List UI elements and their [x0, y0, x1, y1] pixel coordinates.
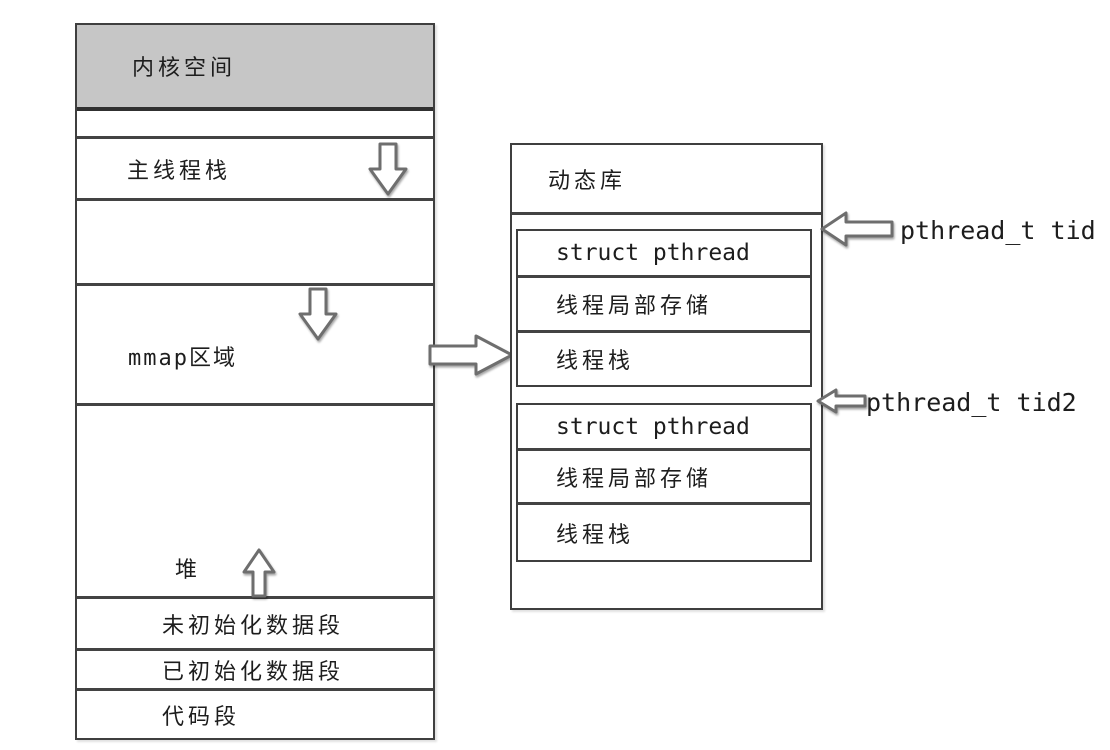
- mmap-region-label: mmap区域: [128, 346, 237, 371]
- mmap-to-library-right-arrow-icon: [428, 334, 514, 376]
- segment-mmap-region: mmap区域: [77, 286, 433, 406]
- stack-grow-down-arrow-icon: [368, 142, 408, 196]
- segment-data: 已初始化数据段: [77, 651, 433, 691]
- thread2-tls-label: 线程局部存储: [556, 465, 713, 491]
- segment-empty-gap: [77, 201, 433, 286]
- tid2-pointer-left-arrow-icon: [816, 388, 867, 414]
- mmap-grow-down-arrow-icon: [298, 287, 338, 341]
- kernel-space-label: 内核空间: [132, 55, 237, 80]
- main-thread-stack-label: 主线程栈: [127, 157, 232, 183]
- thread2-stack-label: 线程栈: [556, 521, 635, 547]
- segment-main-thread-stack: 主线程栈: [77, 139, 433, 201]
- segment-bss: 未初始化数据段: [77, 599, 433, 651]
- thread1-tls-row: 线程局部存储: [518, 278, 810, 333]
- code-segment-label: 代码段: [162, 703, 241, 729]
- data-segment-label: 已初始化数据段: [162, 658, 345, 684]
- segment-code: 代码段: [77, 691, 433, 738]
- thread1-stack-label: 线程栈: [556, 348, 635, 373]
- heap-grow-up-arrow-icon: [242, 548, 276, 598]
- segment-kernel-space: 内核空间: [77, 25, 433, 111]
- thread1-stack-row: 线程栈: [518, 333, 810, 385]
- dynamic-library-header: 动态库: [512, 145, 821, 215]
- thread2-struct-row: struct pthread: [518, 405, 810, 451]
- thread1-struct-label: struct pthread: [556, 240, 750, 266]
- segment-empty-strip: [77, 111, 433, 139]
- dynamic-library-label: 动态库: [548, 167, 627, 193]
- thread1-struct-row: struct pthread: [518, 231, 810, 278]
- thread2-stack-row: 线程栈: [518, 505, 810, 560]
- thread-block-2: struct pthread 线程局部存储 线程栈: [516, 403, 812, 562]
- bss-segment-label: 未初始化数据段: [162, 612, 345, 638]
- thread-block-1: struct pthread 线程局部存储 线程栈: [516, 229, 812, 387]
- process-address-space-box: 内核空间 主线程栈 mmap区域 堆 未初始化数据段 已初始化数据段: [75, 23, 435, 740]
- pthread-tid-label: pthread_t tid: [900, 216, 1096, 245]
- heap-label: 堆: [175, 557, 202, 582]
- dynamic-library-box: 动态库 struct pthread 线程局部存储 线程栈 struct pth…: [510, 143, 823, 610]
- pthread-tid2-label: pthread_t tid2: [866, 388, 1077, 417]
- thread2-struct-label: struct pthread: [556, 413, 750, 440]
- thread1-tls-label: 线程局部存储: [556, 293, 713, 318]
- thread2-tls-row: 线程局部存储: [518, 451, 810, 505]
- segment-heap: 堆: [77, 406, 433, 599]
- tid-pointer-left-arrow-icon: [820, 211, 894, 247]
